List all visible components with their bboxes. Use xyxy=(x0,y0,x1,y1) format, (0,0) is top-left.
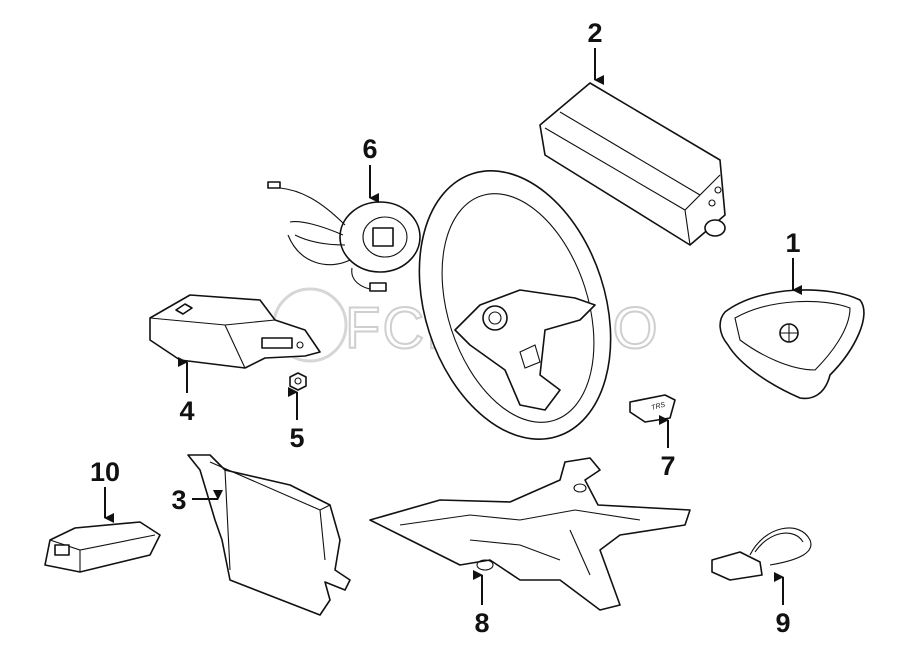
occupancy-sensor-part xyxy=(711,527,812,581)
callout-3: 3 xyxy=(171,485,223,515)
trim-cover-part: TRS xyxy=(629,394,676,423)
knee-bolster-part xyxy=(369,457,691,611)
callout-number: 3 xyxy=(171,485,186,515)
steering-wheel-part xyxy=(418,170,612,440)
callout-number: 6 xyxy=(362,134,377,164)
callout-number: 4 xyxy=(179,396,194,426)
callout-9: 9 xyxy=(774,572,791,638)
driver-airbag-part xyxy=(719,289,865,400)
callout-number: 5 xyxy=(289,423,304,453)
callout-number: 10 xyxy=(90,457,120,487)
control-module-part xyxy=(149,294,321,369)
callout-2: 2 xyxy=(587,18,604,85)
callout-1: 1 xyxy=(785,228,802,295)
callout-6: 6 xyxy=(362,134,379,203)
callout-4: 4 xyxy=(178,357,195,426)
callout-number: 8 xyxy=(474,608,489,638)
impact-sensor-part xyxy=(44,521,161,573)
svg-text:TRS: TRS xyxy=(651,401,667,411)
callout-number: 2 xyxy=(587,18,602,48)
callout-number: 7 xyxy=(660,451,675,481)
callout-number: 1 xyxy=(785,228,800,258)
passenger-airbag-part xyxy=(539,82,726,246)
callout-10: 10 xyxy=(90,457,120,523)
nut-part xyxy=(289,372,307,391)
callout-5: 5 xyxy=(288,387,305,453)
clockspring-part xyxy=(267,181,421,292)
callout-number: 9 xyxy=(775,608,790,638)
side-airbag-part xyxy=(187,454,351,616)
callout-7: 7 xyxy=(659,415,676,481)
callout-8: 8 xyxy=(473,570,490,638)
